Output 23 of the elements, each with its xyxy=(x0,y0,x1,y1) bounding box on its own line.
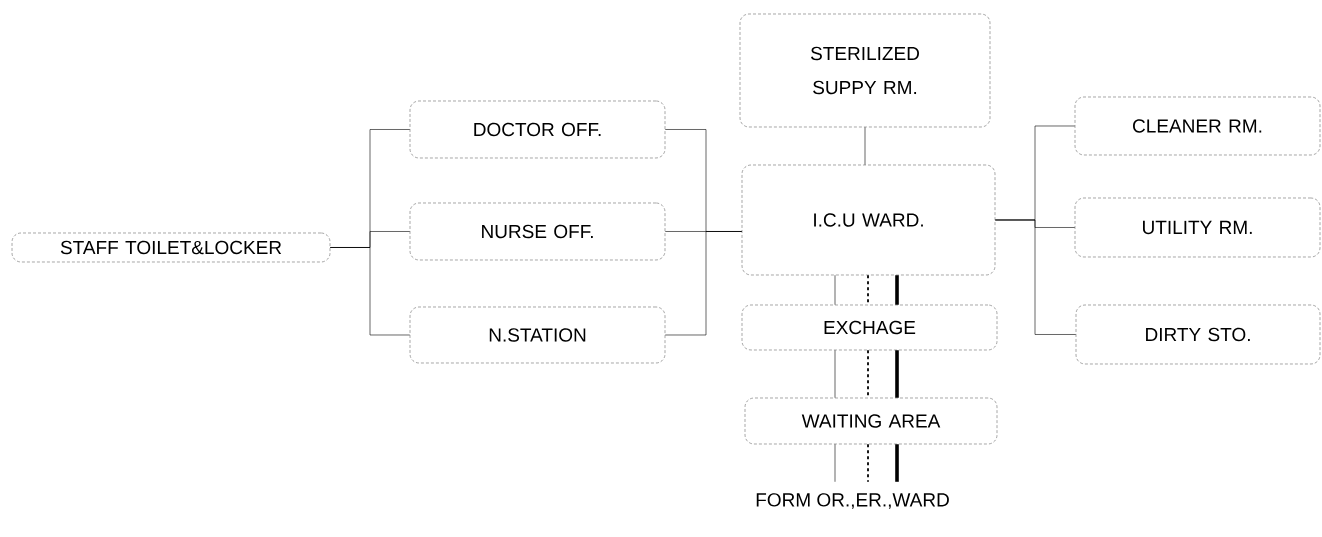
connector-line xyxy=(895,275,899,305)
room-box: STAFF TOILET&LOCKER xyxy=(11,232,331,263)
room-box: EXCHAGE xyxy=(741,304,998,351)
room-box: N.STATION xyxy=(409,306,666,364)
connector-line xyxy=(864,126,866,166)
text-label: FORM OR.,ER.,WARD xyxy=(756,493,949,509)
room-box: DIRTY STO. xyxy=(1075,304,1321,365)
room-box: DOCTOR OFF. xyxy=(409,100,666,159)
room-box: I.C.U WARD. xyxy=(741,164,996,276)
connector-line xyxy=(895,350,899,398)
connector-line xyxy=(834,349,836,399)
connector-line xyxy=(834,274,836,306)
room-box: STERILIZED SUPPY RM. xyxy=(739,13,991,128)
room-box: WAITING AREA xyxy=(744,397,998,445)
connector-line xyxy=(329,247,411,336)
connector-line xyxy=(834,443,836,483)
room-box: CLEANER RM. xyxy=(1074,96,1321,156)
connector-line xyxy=(994,219,1077,335)
room-box: NURSE OFF. xyxy=(409,202,666,261)
room-box: UTILITY RM. xyxy=(1074,197,1321,258)
connector-line xyxy=(664,231,743,336)
connector-line xyxy=(867,443,869,483)
connector-line xyxy=(895,444,899,482)
